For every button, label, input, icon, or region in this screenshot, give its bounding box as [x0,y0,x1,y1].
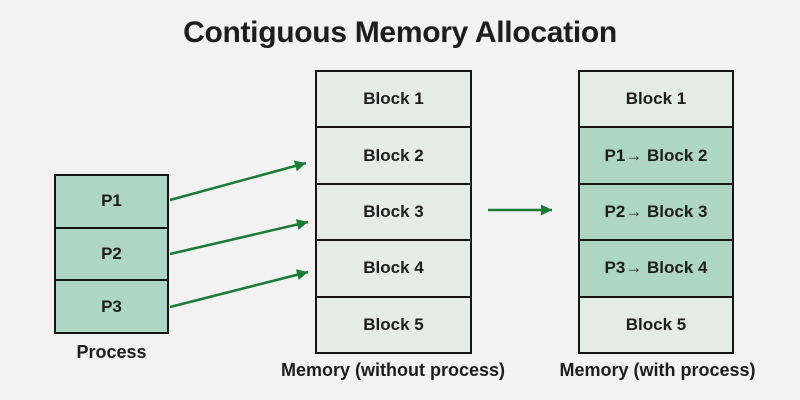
memory-without-stack: Block 1 Block 2 Block 3 Block 4 Block 5 [315,70,472,354]
process-stack: P1 P2 P3 [54,174,169,334]
memory-with-block-3-allocated: P2→ Block 3 [580,184,732,242]
arrow-p3-to-block4 [169,269,309,309]
memory-with-stack: Block 1 P1→ Block 2 P2→ Block 3 P3→ Bloc… [578,70,734,354]
process-item-p2: P2 [56,228,167,282]
arrow-p1-to-block2 [169,160,307,202]
memory-with-block-2-allocated: P1→ Block 2 [580,128,732,185]
diagram-title: Contiguous Memory Allocation [183,16,617,49]
memory-with-block-1: Block 1 [580,72,732,129]
memory-without-block-2: Block 2 [317,128,470,185]
arrow-p2-to-block3 [169,219,309,256]
memory-without-block-1: Block 1 [317,72,470,129]
process-item-p3: P3 [56,281,167,333]
memory-with-block-4-allocated: P3→ Block 4 [580,241,732,298]
memory-without-block-5: Block 5 [317,297,470,353]
memory-with-caption: Memory (with process) [559,360,756,380]
process-caption: Process [76,342,147,362]
memory-without-block-4: Block 4 [317,241,470,298]
process-item-p1: P1 [56,176,167,229]
memory-with-block-5: Block 5 [580,297,732,353]
memory-without-block-3: Block 3 [317,184,470,242]
memory-without-caption: Memory (without process) [280,360,506,380]
